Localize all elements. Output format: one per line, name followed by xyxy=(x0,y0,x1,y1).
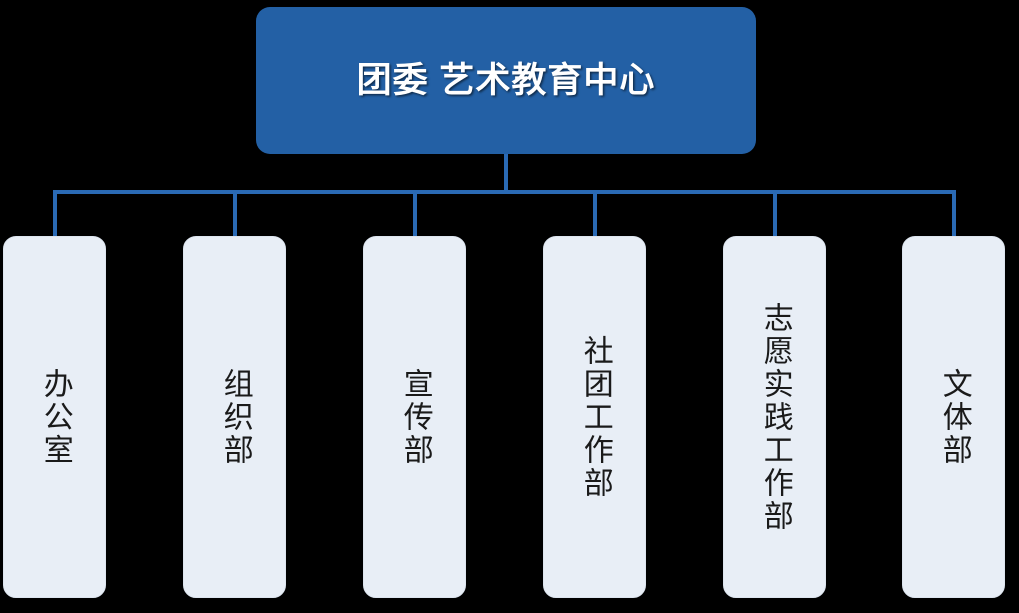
connector-drop-3 xyxy=(413,190,417,237)
org-node-label-2: 组织部 xyxy=(218,367,252,467)
connector-drop-2 xyxy=(233,190,237,237)
connector-horizontal-bus xyxy=(55,190,956,194)
org-node-organization-dept[interactable]: 组织部 xyxy=(183,236,286,598)
org-node-label-3: 宣传部 xyxy=(398,367,432,467)
connector-drop-1 xyxy=(53,190,57,237)
org-node-label-4: 社团工作部 xyxy=(578,334,612,500)
org-node-culture-sports-dept[interactable]: 文体部 xyxy=(902,236,1005,598)
connector-drop-4 xyxy=(593,190,597,237)
org-node-club-work-dept[interactable]: 社团工作部 xyxy=(543,236,646,598)
connector-drop-6 xyxy=(952,190,956,237)
connector-root-stem xyxy=(504,154,508,192)
org-node-office[interactable]: 办公室 xyxy=(3,236,106,598)
org-node-root[interactable]: 团委 艺术教育中心 xyxy=(256,7,756,154)
org-node-publicity-dept[interactable]: 宣传部 xyxy=(363,236,466,598)
org-node-label-1: 办公室 xyxy=(38,367,72,467)
org-node-volunteer-practice-dept[interactable]: 志愿实践工作部 xyxy=(723,236,826,598)
org-node-label-5: 志愿实践工作部 xyxy=(758,301,792,533)
connector-drop-5 xyxy=(773,190,777,237)
org-node-root-label: 团委 艺术教育中心 xyxy=(356,60,656,100)
org-node-label-6: 文体部 xyxy=(937,367,971,467)
